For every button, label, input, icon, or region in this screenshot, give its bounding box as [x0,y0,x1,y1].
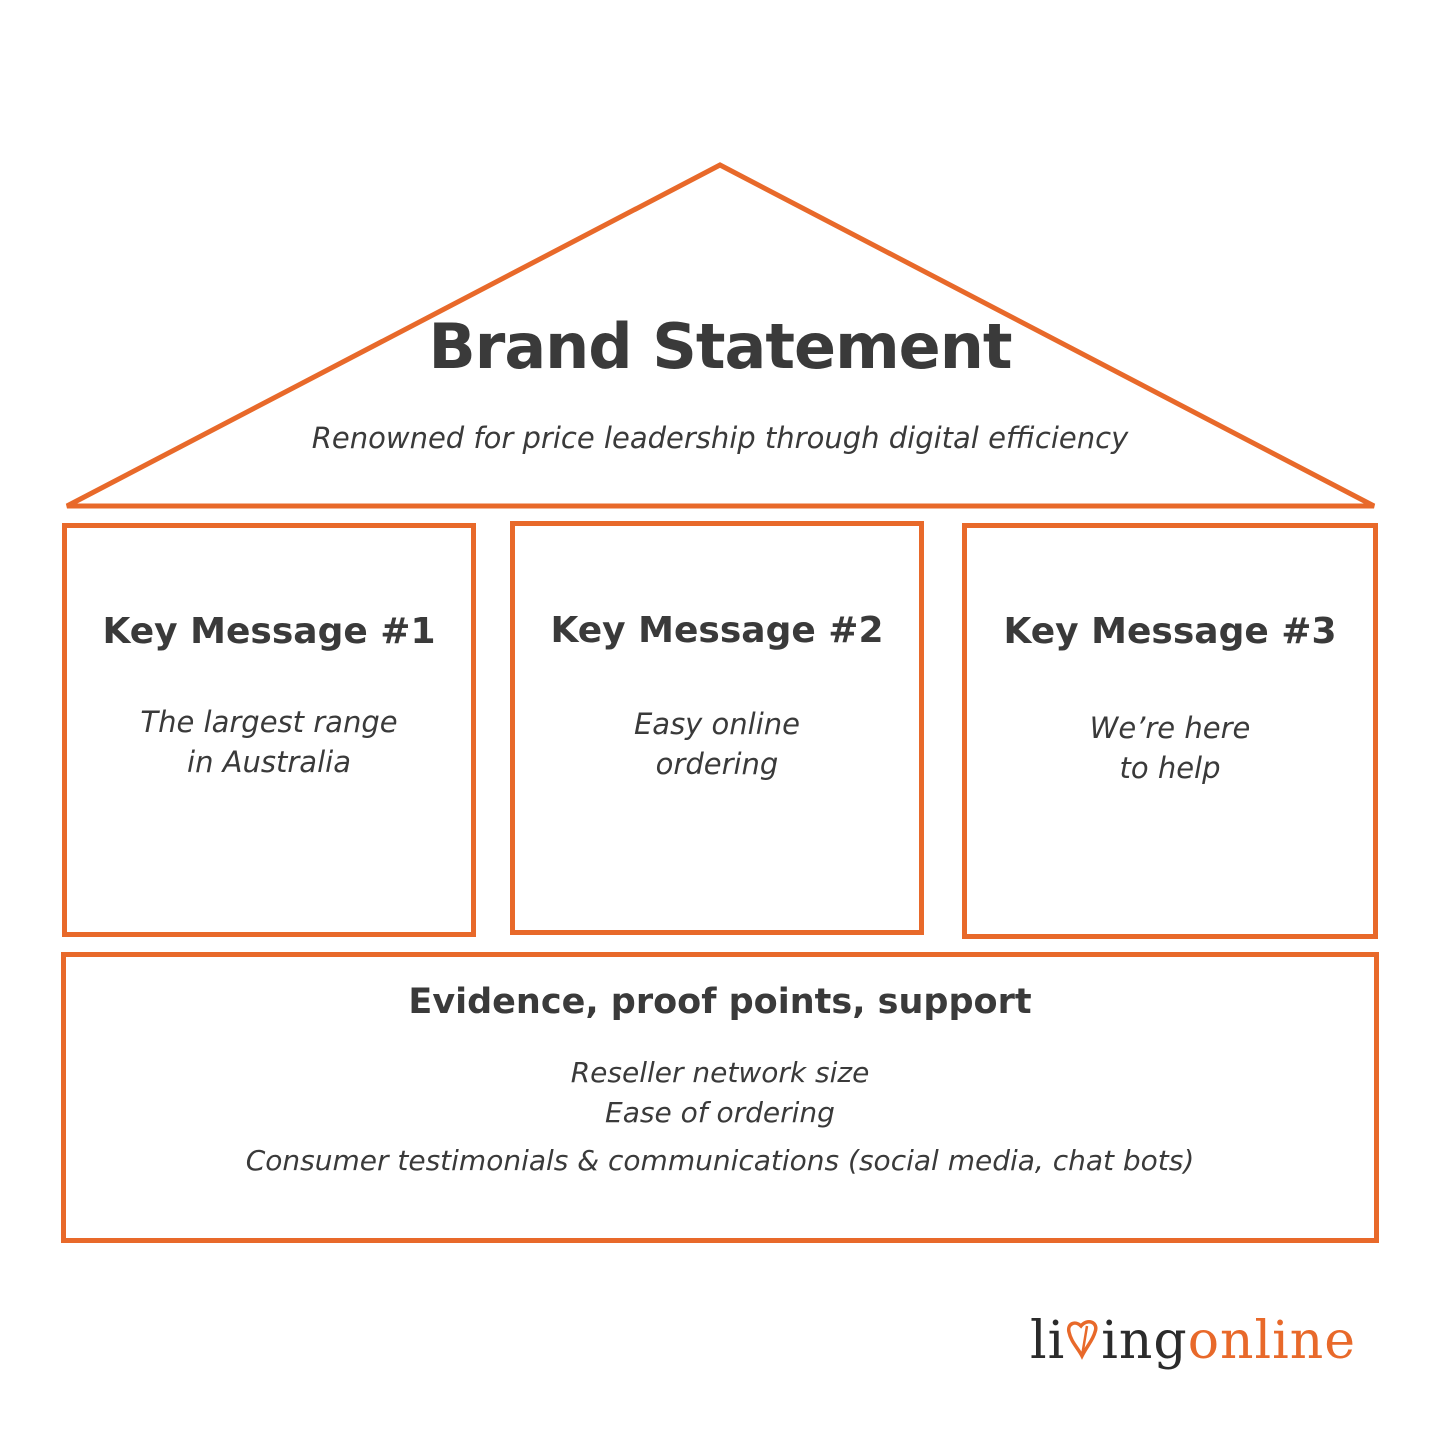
key-message-pillar-2: Key Message #2 Easy online ordering [510,521,924,935]
key-message-text: The largest range in Australia [67,702,471,782]
key-message-text: We’re here to help [967,708,1373,788]
evidence-item: Consumer testimonials & communications (… [245,1144,1195,1177]
key-message-line: The largest range [140,705,398,739]
evidence-list: Reseller network size Ease of ordering C… [66,1053,1374,1181]
evidence-item: Ease of ordering [605,1096,835,1129]
logo-text-online: online [1187,1311,1357,1371]
key-message-title: Key Message #3 [1003,611,1337,652]
key-message-title: Key Message #2 [550,610,884,651]
key-message-line: Easy online [633,707,801,741]
key-message-title: Key Message #1 [102,611,436,652]
key-message-pillar-3: Key Message #3 We’re here to help [962,523,1378,939]
evidence-item: Reseller network size [570,1056,870,1089]
key-message-pillar-1: Key Message #1 The largest range in Aust… [62,523,476,937]
logo-text-li: li [1030,1311,1066,1371]
key-message-line: ordering [655,747,779,781]
evidence-foundation: Evidence, proof points, support Reseller… [61,952,1379,1243]
heart-leaf-icon [1067,1320,1098,1360]
key-message-line: We’re here [1089,711,1251,745]
key-message-line: in Australia [187,745,351,779]
key-message-text: Easy online ordering [515,704,919,784]
logo-text-ing: ing [1101,1311,1188,1371]
key-message-line: to help [1119,751,1221,785]
roof-outline [65,162,1376,509]
brand-statement-title: Brand Statement [428,310,1012,383]
evidence-title: Evidence, proof points, support [408,982,1032,1022]
brand-statement-subtitle: Renowned for price leadership through di… [311,421,1129,455]
